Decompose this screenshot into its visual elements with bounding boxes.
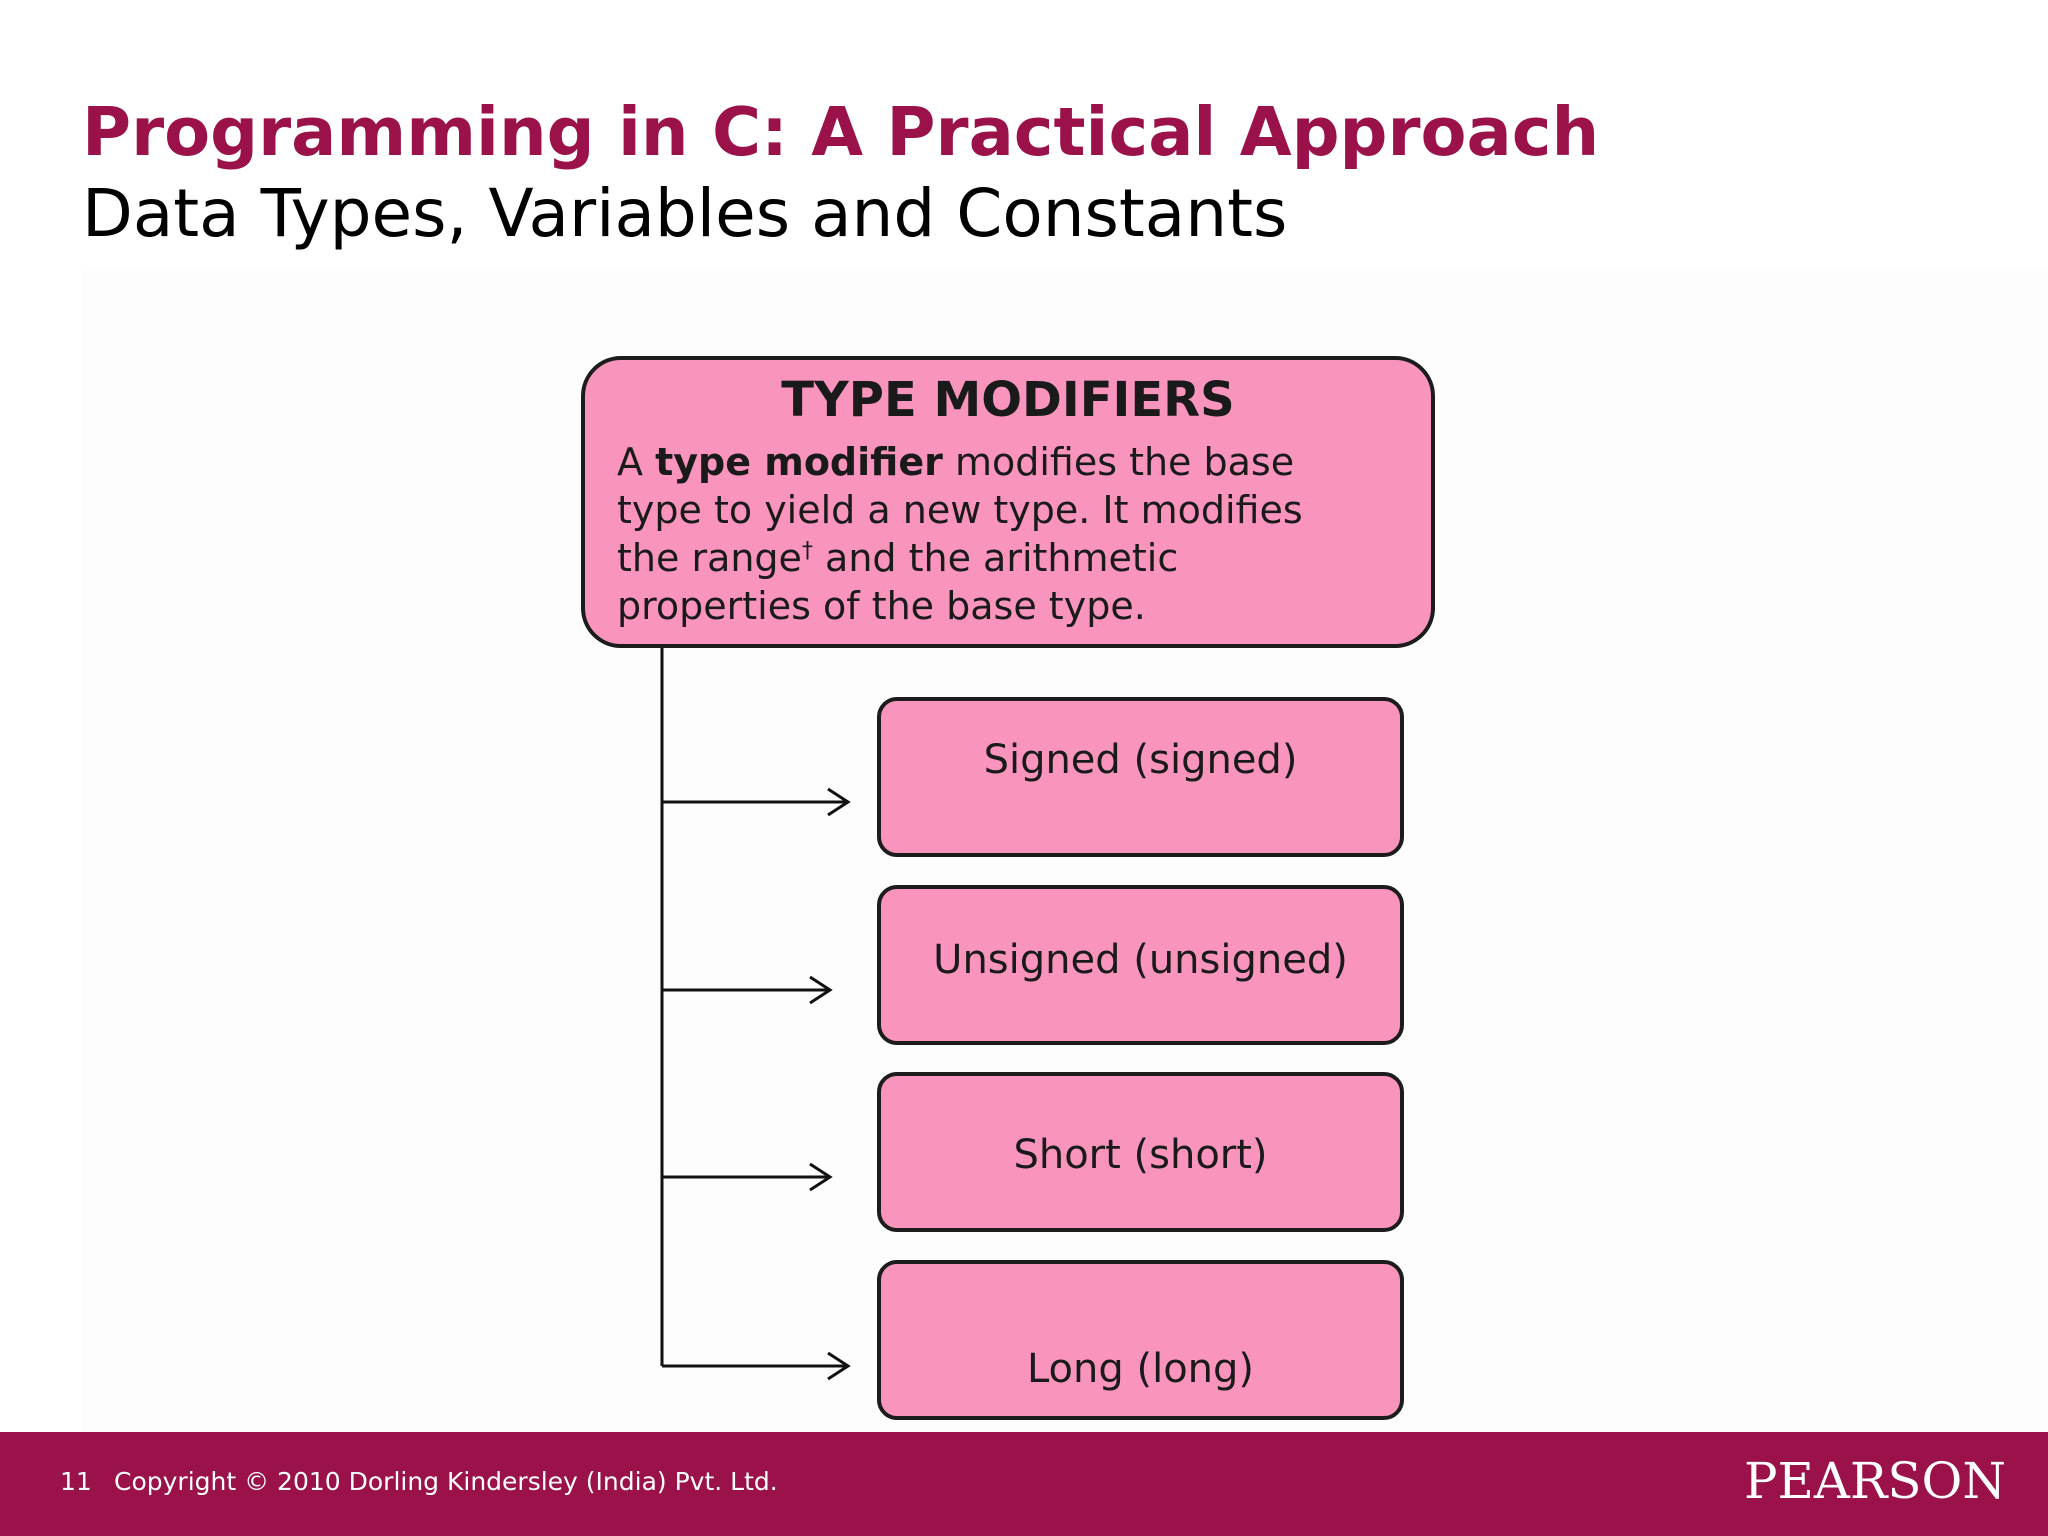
description-text: the range — [617, 536, 802, 580]
description-line-3: the range† and the arithmetic — [617, 534, 1431, 582]
description-line-2: type to yield a new type. It modifies — [617, 488, 1303, 532]
description-text: modifies the base — [954, 440, 1295, 484]
modifier-label: Long (long) — [1026, 1346, 1255, 1392]
box-title: TYPE MODIFIERS — [781, 372, 1235, 428]
description-line-4: properties of the base type. — [617, 584, 1146, 628]
pearson-logo-text: PEARSON — [1744, 1452, 2006, 1508]
arrow-to-signed — [662, 787, 851, 817]
description-term: type modifier — [655, 440, 943, 484]
modifier-label: Unsigned (unsigned) — [933, 937, 1348, 983]
modifier-box-signed: Signed (signed) — [877, 697, 1404, 857]
description-text: and the arithmetic — [825, 536, 1179, 580]
arrow-to-unsigned — [662, 975, 833, 1005]
slide-subtitle: Data Types, Variables and Constants — [82, 175, 1288, 252]
arrow-to-long — [662, 1351, 851, 1381]
modifier-label: Short (short) — [1013, 1132, 1268, 1178]
copyright-notice: Copyright © 2010 Dorling Kindersley (Ind… — [114, 1467, 778, 1496]
arrow-to-short — [662, 1162, 833, 1192]
slide-number: 11 — [60, 1467, 92, 1496]
description-article: A — [617, 440, 643, 484]
modifier-box-short: Short (short) — [877, 1072, 1404, 1232]
type-modifiers-box: TYPE MODIFIERS A type modifier modifies … — [581, 356, 1435, 648]
modifier-box-unsigned: Unsigned (unsigned) — [877, 885, 1404, 1045]
pearson-logo: PEARSON — [1744, 1452, 2006, 1508]
box-description: A type modifier modifies the base type t… — [617, 438, 1431, 630]
footer-bar — [0, 1432, 2048, 1536]
modifier-box-long: Long (long) — [877, 1260, 1404, 1420]
dagger-footnote-mark: † — [801, 538, 813, 564]
modifier-label: Signed (signed) — [983, 737, 1298, 783]
description-line-1: A type modifier modifies the base — [617, 438, 1431, 486]
slide-title: Programming in C: A Practical Approach — [82, 93, 1600, 171]
